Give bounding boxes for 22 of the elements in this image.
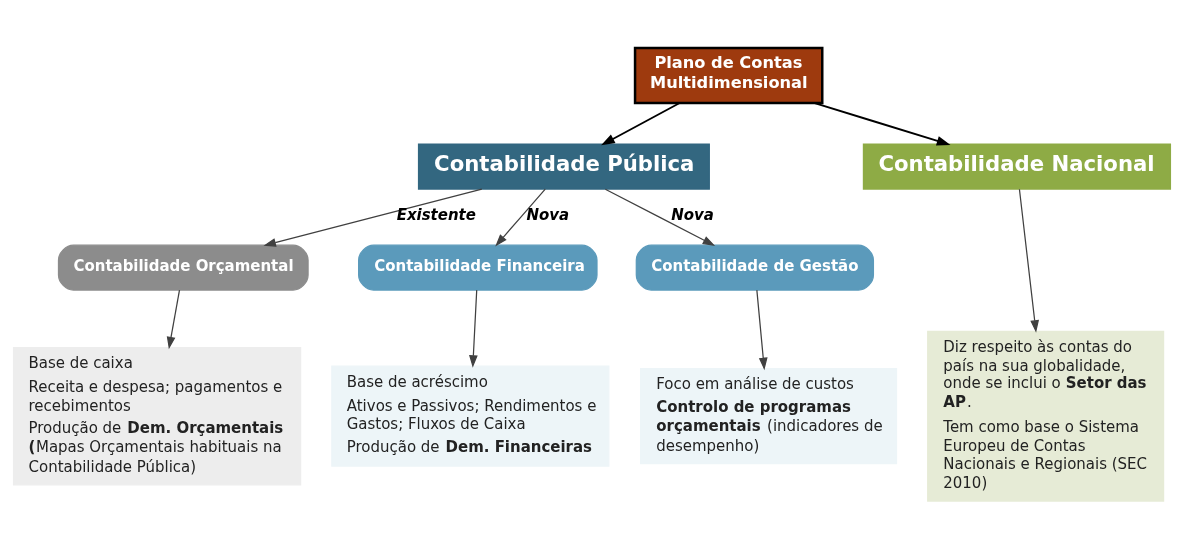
arrow bbox=[756, 289, 768, 371]
node-box: Plano de Contas Multidimensional bbox=[633, 46, 824, 105]
node-box: Base de acréscimo Ativos e Passivos; Rendimentos e Gastos; Fluxos de Caixa Produção de Dem. Financeiras bbox=[331, 365, 610, 467]
edge-label: Existente bbox=[396, 205, 476, 224]
edge-label: Nova bbox=[671, 205, 714, 224]
arrow bbox=[166, 289, 181, 350]
node-box: Contabilidade Nacional bbox=[862, 143, 1172, 190]
edge-label: Nova bbox=[526, 205, 570, 224]
node-box: Contabilidade Orçamental bbox=[57, 244, 309, 291]
arrow bbox=[601, 102, 681, 146]
node-box: Base de caixa Receita e despesa; pagamentos e recebimentos Produção de Dem. Orçamentais (Mapas Orçamentais habituais na Contabilidade Pública) bbox=[12, 346, 302, 486]
arrow bbox=[263, 188, 483, 247]
node-box: Foco em análise de custos Controlo de programas orçamentais (indicadores de desempenho) bbox=[640, 368, 898, 465]
arrow bbox=[469, 289, 478, 368]
node-box: Contabilidade Pública bbox=[417, 143, 710, 190]
arrow bbox=[813, 102, 951, 146]
node-box: Diz respeito às contas do país na sua globalidade, onde se inclui o Setor das AP. Tem como base o Sistema Europeu de Contas Nacionais e Regionais (SEC 2010) bbox=[927, 330, 1165, 502]
arrow bbox=[1018, 188, 1039, 333]
node-box: Contabilidade Financeira bbox=[358, 244, 598, 291]
node-box: Contabilidade de Gestão bbox=[635, 244, 875, 291]
arrow bbox=[495, 188, 546, 247]
arrow bbox=[604, 188, 716, 246]
